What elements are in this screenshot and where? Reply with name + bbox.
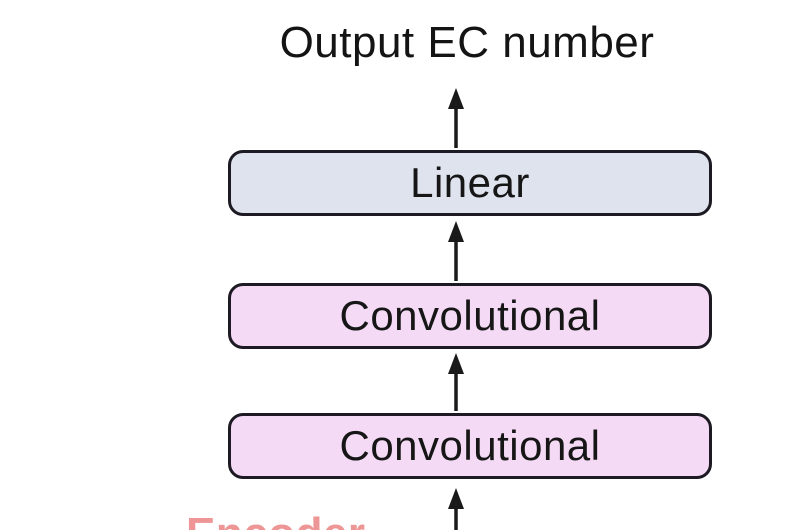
layer-label-linear: Linear: [410, 159, 530, 206]
layer-label-convolutional-upper: Convolutional: [339, 292, 601, 339]
layer-box-convolutional-lower: Convolutional: [228, 413, 712, 479]
output-label: Output EC number: [279, 18, 655, 67]
layer-box-convolutional-upper: Convolutional: [228, 283, 712, 349]
up-arrow-linear-to-output: [448, 88, 464, 148]
encoder-label: Encoder: [186, 509, 366, 530]
up-arrow-encoder-to-conv2: [448, 488, 464, 530]
layer-label-convolutional-lower: Convolutional: [339, 422, 601, 469]
up-arrow-conv1-to-linear: [448, 221, 464, 281]
layer-box-linear: Linear: [228, 150, 712, 216]
up-arrow-conv2-to-conv1: [448, 353, 464, 411]
